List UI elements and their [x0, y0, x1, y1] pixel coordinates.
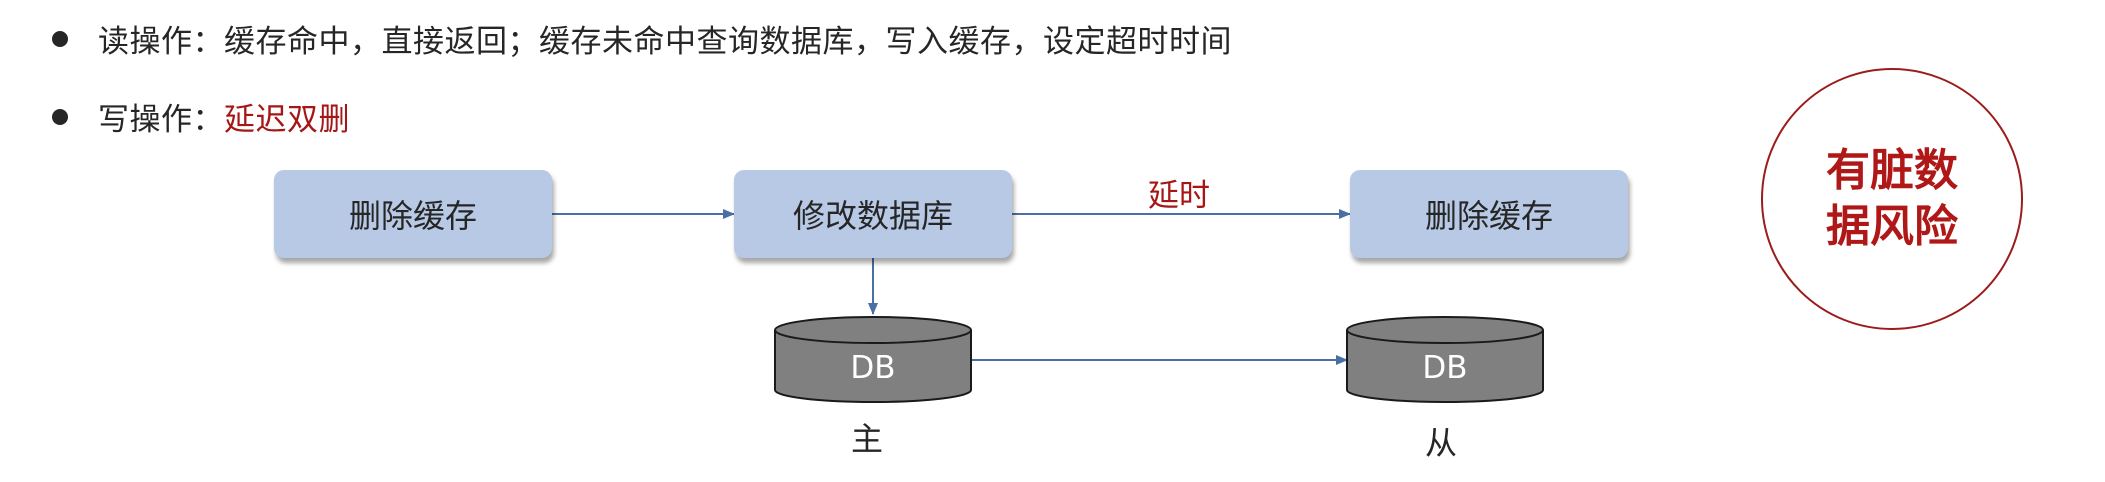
slave-db-caption: 从	[1424, 424, 1457, 462]
bullet-highlight: 延迟双删	[224, 102, 350, 138]
step-delete-cache-first: 删除缓存	[274, 170, 552, 258]
risk-callout: 有脏数据风险	[1761, 68, 2023, 330]
slave-db-label: DB	[1422, 350, 1468, 386]
delay-label: 延时	[1148, 178, 1210, 214]
bullet-label: 读操作：	[98, 24, 224, 60]
master-db-label: DB	[850, 350, 896, 386]
bullet-body: 缓存命中，直接返回；缓存未命中查询数据库，写入缓存，设定超时时间	[224, 24, 1232, 60]
bullet-read-operation: 读操作：缓存命中，直接返回；缓存未命中查询数据库，写入缓存，设定超时时间	[52, 16, 1232, 61]
slave-db-cylinder-icon	[1346, 316, 1544, 403]
master-db-cylinder-icon	[774, 316, 972, 403]
bullet-write-operation: 写操作：延迟双删	[52, 94, 350, 139]
step-delete-cache-second: 删除缓存	[1350, 170, 1628, 258]
step-update-database: 修改数据库	[734, 170, 1012, 258]
risk-note: 有脏数据风险	[1826, 145, 1958, 252]
bullet-label: 写操作：	[98, 102, 224, 138]
master-db-caption: 主	[850, 420, 883, 458]
bullet-dot-icon	[52, 30, 68, 47]
bullet-dot-icon	[52, 108, 68, 125]
